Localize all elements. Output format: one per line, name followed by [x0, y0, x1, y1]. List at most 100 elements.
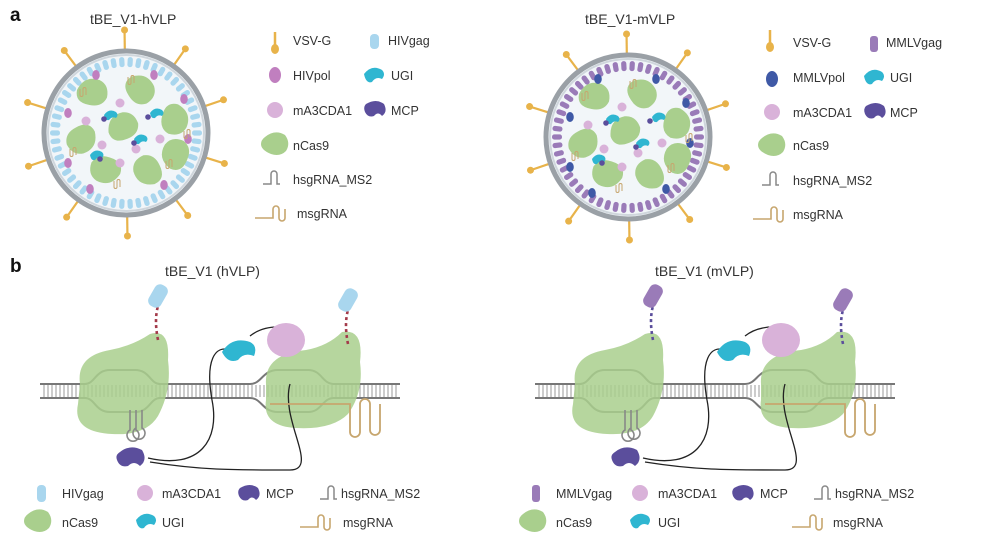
- hiv-pol-legend-icon: [269, 67, 281, 83]
- msgrna-strand: [79, 87, 87, 97]
- ncas9-protein: [108, 112, 139, 141]
- mcp-legend-icon: [364, 101, 386, 117]
- a3-protein: [131, 144, 141, 154]
- gag-protein: [693, 125, 704, 132]
- cas9-legend-icon: [261, 132, 289, 155]
- legend-ugi-label: UGI: [391, 69, 413, 83]
- legend-cas9-label: nCas9: [793, 139, 829, 153]
- mcp-bound: [116, 447, 145, 467]
- a3-protein: [617, 102, 627, 112]
- msgrna-legend-icon: [300, 514, 331, 531]
- mmlv-gag-legend-icon: [532, 485, 540, 502]
- mvlp-dna-complex: [535, 284, 895, 471]
- panel-a-right-title: tBE_V1-mVLP: [585, 11, 675, 27]
- legend-pol-label: HIVpol: [293, 69, 331, 83]
- hsgrna-legend-icon: [263, 170, 280, 185]
- gag-protein: [192, 130, 202, 136]
- a3-protein: [583, 120, 593, 130]
- legend-vsvg-label: VSV-G: [293, 34, 331, 48]
- gag-protein: [150, 193, 158, 204]
- pol-protein: [662, 184, 670, 194]
- ncas9-protein: [568, 128, 598, 158]
- gag-protein: [694, 134, 704, 140]
- legend-a3-label: mA3CDA1: [793, 106, 852, 120]
- pol-protein: [160, 180, 168, 190]
- gag-protein: [51, 146, 62, 153]
- mcp-protein: [599, 160, 605, 166]
- gag-protein: [94, 62, 102, 73]
- mvlp-particle: [526, 30, 730, 244]
- gag-protein: [187, 105, 198, 113]
- msgrna-strand: [765, 398, 876, 438]
- legend-pol-label: MMLVpol: [793, 71, 845, 85]
- gag-protein: [682, 172, 693, 181]
- gag-tether-linker: [839, 309, 845, 345]
- gag-protein: [135, 197, 142, 208]
- vsvg-spike-stem: [674, 54, 687, 71]
- ugi-legend-icon: [136, 513, 156, 529]
- mmlv-gag-legend-icon: [870, 36, 878, 52]
- gag-protein: [556, 109, 567, 117]
- gag-protein: [574, 80, 584, 90]
- vsvg-spike-head: [683, 49, 691, 57]
- gag-protein: [51, 113, 62, 120]
- gag-protein: [190, 113, 201, 120]
- gag-protein: [110, 58, 117, 69]
- msgrna-strand: [667, 163, 675, 173]
- gag-tethered: [643, 284, 663, 308]
- gag-protein: [61, 89, 72, 98]
- ncas9-protein: [663, 107, 691, 139]
- ncas9-protein: [125, 75, 155, 105]
- a3-legend-icon: [632, 485, 648, 501]
- pol-protein: [64, 108, 72, 118]
- legend-a3-label: mA3CDA1: [658, 487, 717, 501]
- panel-a-letter: a: [10, 5, 21, 26]
- gag-protein: [652, 66, 660, 77]
- vsvg-spike-head: [220, 159, 228, 167]
- gag-protein: [72, 76, 82, 86]
- ugi-legend-icon: [630, 513, 650, 529]
- gag-protein: [127, 198, 133, 209]
- gag-protein: [596, 66, 604, 77]
- gag-protein: [689, 109, 700, 117]
- mcp-legend-icon: [238, 485, 260, 501]
- gag-protein: [552, 134, 562, 140]
- msgrna-strand: [685, 133, 693, 143]
- gag-protein: [157, 189, 166, 200]
- vsvg-spike-stem: [676, 201, 689, 218]
- legend-gag-label: HIVgag: [62, 487, 104, 501]
- gag-protein: [677, 178, 687, 187]
- gag-tether-linker: [649, 305, 655, 341]
- gag-protein: [645, 64, 652, 74]
- gag-protein: [569, 87, 579, 96]
- ncas9-protein: [635, 159, 664, 189]
- gag-protein: [143, 196, 150, 206]
- pol-protein: [686, 138, 694, 148]
- gag-protein: [187, 153, 198, 161]
- a3-domain: [762, 323, 800, 357]
- cas9-legend-icon: [24, 509, 52, 532]
- pol-protein: [588, 188, 596, 198]
- legend-ugi-label: UGI: [162, 516, 184, 530]
- gag-protein: [553, 150, 564, 157]
- gag-protein: [652, 197, 660, 208]
- pol-protein: [566, 162, 574, 172]
- gag-protein: [110, 197, 117, 208]
- gag-protein: [79, 71, 88, 81]
- mcp-protein: [131, 140, 137, 146]
- vsvg-spike-stem: [532, 106, 550, 114]
- hsgrna-legend-icon: [814, 485, 831, 500]
- msgrna-strand: [165, 159, 173, 169]
- msgrna-legend-icon: [255, 205, 286, 222]
- gag-protein: [604, 200, 611, 210]
- ugi-protein: [592, 154, 606, 165]
- gag-protein: [692, 117, 703, 124]
- legend-mcp-label: MCP: [266, 487, 294, 501]
- vsvg-spike-stem: [67, 199, 80, 216]
- vsvg-spike-head: [219, 96, 227, 104]
- msgrna-strand: [113, 179, 121, 189]
- panel-b-right-legend: MMLVgag mA3CDA1 MCP hsgRNA_MS2 nCas9 UGI…: [519, 485, 914, 532]
- ncas9-protein: [578, 82, 610, 110]
- legend-gag-label: HIVgag: [388, 34, 430, 48]
